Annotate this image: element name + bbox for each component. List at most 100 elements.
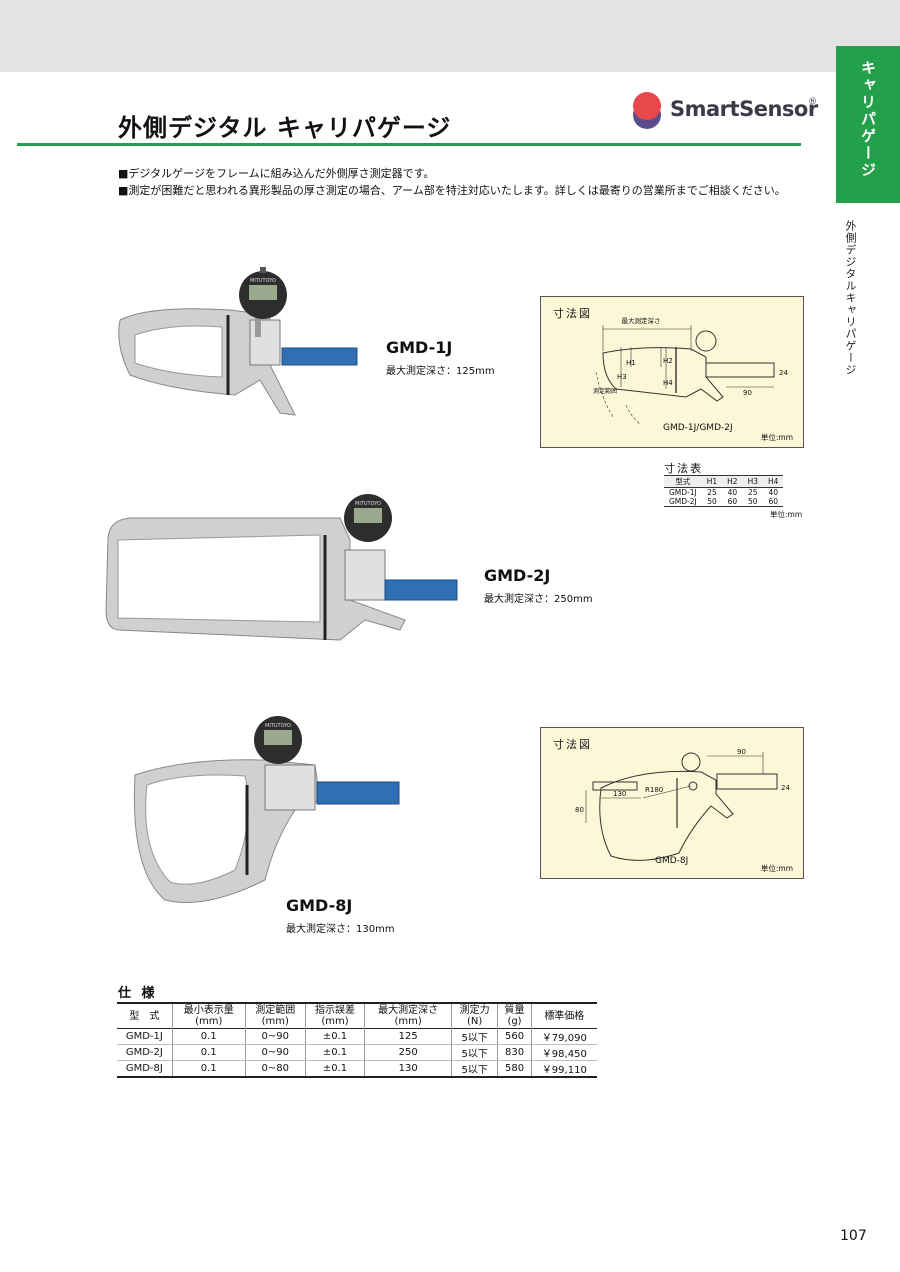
label-h4: H4: [663, 379, 673, 387]
spec-cell: ±0.1: [304, 1060, 365, 1078]
spec-cell: GMD-8J: [117, 1060, 173, 1078]
description-item: ■測定が困難だと思われる異形製品の厚さ測定の場合、アーム部を特注対応いたします。…: [118, 184, 786, 197]
spec-cell: ￥79,090: [530, 1028, 597, 1045]
spec-title: 仕 様: [118, 986, 158, 1001]
spec-cell: 560: [497, 1028, 532, 1045]
dim-header: 型式: [675, 477, 691, 486]
dimension-table: 型式 H1 H2 H3 H4 GMD-1J 25 40 25 40 GMD-2J…: [664, 475, 784, 507]
product-depth-gmd-1j: 最大測定深さ：125mm: [386, 366, 495, 377]
brand-logo: SmartSensor ®: [630, 89, 820, 133]
label-90: 90: [737, 748, 746, 756]
dimension-table-unit: 単位:mm: [770, 510, 803, 519]
section-tab-label: キャリパゲージ: [859, 60, 877, 179]
diagram-2-drawing: 90 24 R180 130 80: [575, 748, 790, 861]
description-item: ■デジタルゲージをフレームに組み込んだ外側厚さ測定器です。: [118, 167, 435, 180]
spec-cell: 0~80: [244, 1060, 306, 1078]
spec-cell: ￥99,110: [530, 1060, 597, 1078]
spec-cell: 125: [364, 1028, 452, 1045]
dimension-diagram-1: 寸法図 最大測定深さ H1 H2 H3 H4 測定範囲 90 24 GMD-1J…: [540, 296, 804, 448]
spec-cell: GMD-1J: [117, 1028, 173, 1045]
spec-cell: ￥98,450: [530, 1044, 597, 1061]
spec-header-resolution: 最小表示量(mm): [171, 1003, 246, 1029]
diagram-2-caption: GMD-8J: [655, 856, 689, 866]
spec-cell: 130: [364, 1060, 452, 1078]
spec-header-model: 型 式: [129, 1010, 160, 1022]
side-category-label: 外側デジタルキャリパゲージ: [844, 220, 857, 376]
dim-cell: GMD-1J: [669, 488, 697, 497]
logo-mark-icon: [633, 92, 661, 129]
section-tab[interactable]: キャリパゲージ: [836, 46, 900, 203]
label-r180: R180: [645, 786, 663, 794]
spec-cell: 0~90: [244, 1028, 306, 1045]
spec-cell: 5以下: [450, 1060, 498, 1078]
product-name-gmd-1j: GMD-1J: [386, 338, 453, 357]
gmd-2j-product-image: MITUTOYO: [105, 494, 458, 641]
page-title: 外側デジタル キャリパゲージ: [118, 114, 452, 142]
spec-header-mass: 質量(g): [497, 1003, 532, 1029]
diagram-1-caption: GMD-1J/GMD-2J: [663, 423, 733, 433]
label-range: 測定範囲: [593, 387, 617, 395]
spec-cell: 0~90: [244, 1044, 306, 1061]
spec-table: 型 式 最小表示量(mm) 測定範囲(mm) 指示誤差(mm) 最大測定深さ(m…: [117, 1002, 597, 1078]
dim-cell: 60: [768, 497, 778, 506]
gauge-brand-text: MITUTOYO: [355, 501, 381, 507]
product-depth-gmd-8j: 最大測定深さ：130mm: [286, 924, 395, 935]
diagram-1-title: 寸法図: [553, 307, 592, 320]
table-row: GMD-1J 25 40 25 40: [664, 488, 783, 497]
diagram-2-title: 寸法図: [553, 738, 592, 751]
logo-text: SmartSensor: [670, 97, 818, 121]
top-band: [0, 0, 900, 72]
dim-cell: 25: [707, 488, 717, 497]
spec-header-range: 測定範囲(mm): [244, 1003, 306, 1029]
dim-cell: GMD-2J: [669, 497, 697, 506]
table-row: GMD-2J 50 60 50 60: [664, 497, 784, 507]
dimension-diagram-2: 寸法図 90 24 R180 130 80 GMD-8J 単位:mm: [540, 727, 804, 879]
label-max-depth: 最大測定深さ: [622, 316, 661, 325]
spec-header-depth: 最大測定深さ(mm): [364, 1003, 452, 1029]
table-row: GMD-2J 0.1 0~90 ±0.1 250 5以下 830 ￥98,450: [117, 1044, 597, 1061]
diagram-2-unit: 単位:mm: [760, 864, 793, 873]
dim-header: H3: [747, 477, 759, 486]
dim-cell: 50: [707, 497, 717, 506]
gmd-8j-product-image: MITUTOYO: [133, 716, 400, 903]
gauge-brand-text: MITUTOYO: [265, 723, 291, 729]
spec-cell: ±0.1: [304, 1044, 365, 1061]
spec-cell: 5以下: [450, 1028, 498, 1045]
description-list: ■デジタルゲージをフレームに組み込んだ外側厚さ測定器です。 ■測定が困難だと思わ…: [118, 165, 786, 199]
diagram-1-unit: 単位:mm: [760, 433, 793, 442]
table-row: GMD-1J 0.1 0~90 ±0.1 125 5以下 560 ￥79,090: [117, 1028, 597, 1045]
spec-cell: ±0.1: [304, 1028, 365, 1045]
spec-cell: 250: [364, 1044, 452, 1061]
diagram-1-drawing: 最大測定深さ H1 H2 H3 H4 測定範囲 90 24: [593, 316, 788, 426]
spec-header-force: 測定力(N): [450, 1003, 498, 1029]
dimension-table-title: 寸法表: [664, 462, 703, 475]
spec-cell: 580: [497, 1060, 532, 1078]
title-underline: [17, 143, 801, 146]
product-name-gmd-2j: GMD-2J: [484, 566, 551, 585]
label-24: 24: [781, 784, 790, 792]
spec-header-price: 標準価格: [530, 1003, 597, 1029]
label-130: 130: [613, 790, 626, 798]
spec-cell: 5以下: [450, 1044, 498, 1061]
product-depth-gmd-2j: 最大測定深さ：250mm: [484, 594, 593, 605]
product-name-gmd-8j: GMD-8J: [286, 896, 353, 915]
label-h1: H1: [626, 359, 636, 367]
spec-cell: 0.1: [171, 1044, 246, 1061]
spec-header-row: 型 式 最小表示量(mm) 測定範囲(mm) 指示誤差(mm) 最大測定深さ(m…: [117, 1003, 597, 1029]
spec-cell: 0.1: [171, 1060, 246, 1078]
logo-registered-mark: ®: [808, 97, 817, 107]
table-row: GMD-8J 0.1 0~80 ±0.1 130 5以下 580 ￥99,110: [117, 1060, 597, 1078]
dim-header: H1: [706, 477, 718, 486]
spec-header-accuracy: 指示誤差(mm): [304, 1003, 365, 1029]
gauge-brand-text: MITUTOYO: [250, 278, 276, 284]
label-24: 24: [779, 369, 788, 377]
dim-cell: 25: [748, 488, 758, 497]
label-h2: H2: [663, 357, 673, 365]
label-h3: H3: [617, 373, 627, 381]
page-number: 107: [840, 1228, 867, 1244]
dim-cell: 60: [727, 497, 738, 506]
label-90: 90: [743, 389, 752, 397]
dim-header: H2: [727, 477, 738, 486]
spec-cell: GMD-2J: [117, 1044, 173, 1061]
label-80: 80: [575, 806, 584, 814]
